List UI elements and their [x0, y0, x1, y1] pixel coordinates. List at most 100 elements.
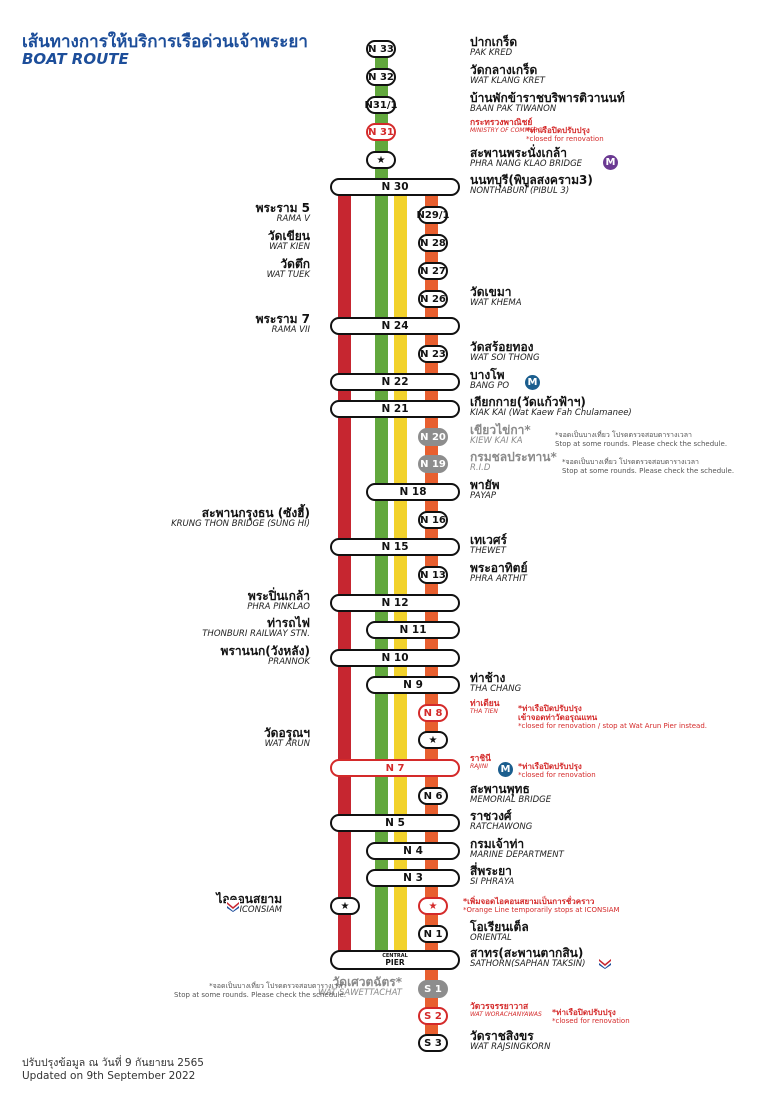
- station-marker[interactable]: N 21: [330, 400, 460, 418]
- station-marker[interactable]: N 30: [330, 178, 460, 196]
- station-name-en: SATHORN(SAPHAN TAKSIN): [470, 959, 586, 970]
- station-name-th: ท่ารถไฟ: [267, 616, 310, 630]
- station-name-en: PHRA PINKLAO: [247, 602, 310, 613]
- station-name-en: NONTHABURI (PIBUL 3): [470, 186, 570, 197]
- station-name-en: RATCHAWONG: [470, 822, 533, 833]
- station-marker[interactable]: N 1: [418, 925, 448, 943]
- station-name-en: PRANNOK: [268, 657, 310, 668]
- station-marker[interactable]: N 15: [330, 538, 460, 556]
- station-name-en: WAT KIEN: [269, 242, 310, 253]
- station-marker[interactable]: ★: [366, 151, 396, 169]
- station-marker[interactable]: N 11: [366, 621, 460, 639]
- station-name-th: ท่าเตียน: [470, 699, 500, 709]
- station-marker[interactable]: N 10: [330, 649, 460, 667]
- station-name-en: WAT SAWETTACHAT: [317, 988, 402, 999]
- station-marker[interactable]: N 8: [418, 704, 448, 722]
- station-name-en: KIEW KAI KA: [470, 436, 523, 447]
- station-name-en: THA TIEN: [470, 708, 498, 716]
- station-marker[interactable]: N 33: [366, 40, 396, 58]
- station-name-th: สาทร(สะพานตากสิน): [470, 946, 584, 960]
- station-marker[interactable]: N 31: [366, 123, 396, 141]
- station-name-en: RAMA VII: [271, 325, 310, 336]
- station-name-th: สะพานพุทธ: [470, 782, 530, 796]
- note-line: *เพิ่มจอดไอคอนสยามเป็นการชั่วคราว: [463, 897, 595, 906]
- station-marker-star[interactable]: ★: [330, 897, 360, 915]
- station-marker[interactable]: N 12: [330, 594, 460, 612]
- station-name-en: PHRA ARTHIT: [470, 574, 527, 585]
- station-name-th: พระราม 5: [255, 201, 310, 215]
- station-marker[interactable]: N 16: [418, 511, 448, 529]
- station-name-en: WAT TUEK: [266, 270, 310, 281]
- green-line: [375, 48, 388, 960]
- note-line: *ท่าเรือปิดปรับปรุง: [526, 126, 590, 135]
- station-marker[interactable]: N 26: [418, 290, 448, 308]
- station-marker[interactable]: N 32: [366, 68, 396, 86]
- station-marker[interactable]: N 19: [418, 455, 448, 473]
- note-line: *closed for renovation: [526, 135, 604, 143]
- station-name-en: RAMA V: [276, 214, 310, 225]
- station-label: เทเวศร์THEWET: [470, 533, 507, 557]
- station-name-th: วัดเศวตฉัตร*: [332, 975, 402, 989]
- station-name-en: ICONSIAM: [239, 905, 282, 916]
- station-name-en: THEWET: [470, 546, 506, 557]
- note-line: Stop at some rounds. Please check the sc…: [174, 991, 347, 999]
- note-line: *ท่าเรือปิดปรับปรุง: [552, 1008, 616, 1017]
- station-name-th: วัดเขียน: [267, 229, 310, 243]
- station-name-th: วัดวรจรรยาวาส: [470, 1002, 529, 1012]
- station-marker[interactable]: N 13: [418, 566, 448, 584]
- station-marker[interactable]: N 7: [330, 759, 460, 777]
- station-name-th: พระราม 7: [255, 312, 310, 326]
- station-marker[interactable]: N 4: [366, 842, 460, 860]
- station-marker[interactable]: N 28: [418, 234, 448, 252]
- station-marker-star[interactable]: ★: [418, 897, 448, 915]
- station-marker[interactable]: N 27: [418, 262, 448, 280]
- metro-icon: M: [525, 375, 540, 390]
- station-marker[interactable]: N31/1: [365, 96, 397, 114]
- station-marker[interactable]: N 6: [418, 787, 448, 805]
- station-name-th: เทเวศร์: [470, 533, 507, 547]
- station-marker[interactable]: N29/1: [417, 206, 449, 224]
- station-name-th: นนทบุรี(พิบูลสงคราม3): [470, 173, 593, 187]
- station-name-en: KRUNG THON BRIDGE (SUNG HI): [171, 519, 310, 530]
- station-name-en: MEMORIAL BRIDGE: [470, 795, 552, 806]
- station-marker[interactable]: N 18: [366, 483, 460, 501]
- station-marker[interactable]: N 5: [330, 814, 460, 832]
- iconsiam-flag-icon: [598, 954, 612, 969]
- station-marker[interactable]: S 1: [418, 980, 448, 998]
- station-marker[interactable]: N 23: [418, 345, 448, 363]
- station-name-en: WAT ARUN: [264, 739, 310, 750]
- note-line: Stop at some rounds. Please check the sc…: [562, 467, 735, 475]
- station-marker[interactable]: N 3: [366, 869, 460, 887]
- station-marker[interactable]: N 24: [330, 317, 460, 335]
- station-name-en: ORIENTAL: [470, 933, 512, 944]
- station-marker[interactable]: N 9: [366, 676, 460, 694]
- station-marker[interactable]: N 20: [418, 428, 448, 446]
- station-label: พระอาทิตย์PHRA ARTHIT: [470, 561, 527, 585]
- station-name-th: เขียวไข่กา*: [470, 423, 531, 437]
- station-note: *ท่าเรือปิดปรับปรุงเข้าจอดท่าวัดอรุณแทน*…: [518, 704, 707, 731]
- station-marker[interactable]: S 2: [418, 1007, 448, 1025]
- station-note: *ท่าเรือปิดปรับปรุง*closed for renovatio…: [518, 762, 596, 780]
- station-marker[interactable]: ★: [418, 731, 448, 749]
- station-note: *เพิ่มจอดไอคอนสยามเป็นการชั่วคราว*Orange…: [463, 897, 620, 915]
- central-label: CENTRAL: [382, 952, 408, 959]
- station-name-th: วัดกลางเกร็ด: [470, 63, 538, 77]
- station-name-th: พระปิ่นเกล้า: [247, 589, 310, 603]
- station-marker[interactable]: N 22: [330, 373, 460, 391]
- footer-update-th: ปรับปรุงข้อมูล ณ วันที่ 9 กันยายน 2565: [22, 1057, 204, 1069]
- station-name-th: สะพานพระนั่งเกล้า: [470, 146, 567, 160]
- orange-line: [425, 186, 438, 1044]
- station-name-th: ท่าช้าง: [470, 671, 506, 685]
- station-marker[interactable]: S 3: [418, 1034, 448, 1052]
- station-label: พรานนก(วังหลัง)PRANNOK: [221, 644, 310, 668]
